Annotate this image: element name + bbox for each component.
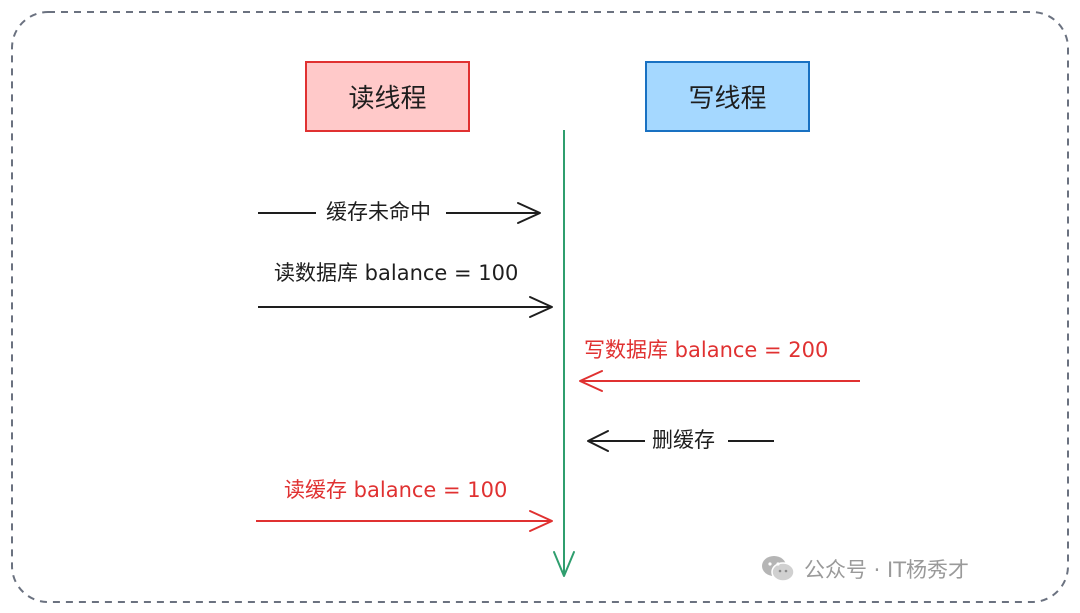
wechat-icon [762, 556, 795, 582]
write-db-label: 写数据库 balance = 200 [584, 338, 829, 362]
read-thread-box: 读线程 [305, 61, 470, 132]
write-thread-box: 写线程 [645, 61, 810, 132]
write-db-arrowhead [579, 370, 603, 392]
delete-cache-arrowhead [587, 430, 609, 452]
read-cache-arrowhead [529, 510, 553, 532]
read-thread-label: 读线程 [348, 84, 427, 114]
cache-miss-label: 缓存未命中 [326, 200, 431, 224]
watermark-text: 公众号 · IT杨秀才 [804, 558, 970, 582]
read-db-arrowhead [529, 296, 553, 318]
write-thread-label: 写线程 [688, 84, 767, 114]
read-db-label: 读数据库 balance = 100 [274, 261, 519, 285]
dashed-frame [11, 11, 1069, 603]
cache-miss-arrowhead [517, 202, 541, 224]
read-cache-label: 读缓存 balance = 100 [284, 478, 508, 502]
timeline-arrowhead [553, 551, 575, 577]
watermark: 公众号 · IT杨秀才 [760, 552, 969, 586]
delete-cache-label: 删缓存 [652, 428, 715, 452]
